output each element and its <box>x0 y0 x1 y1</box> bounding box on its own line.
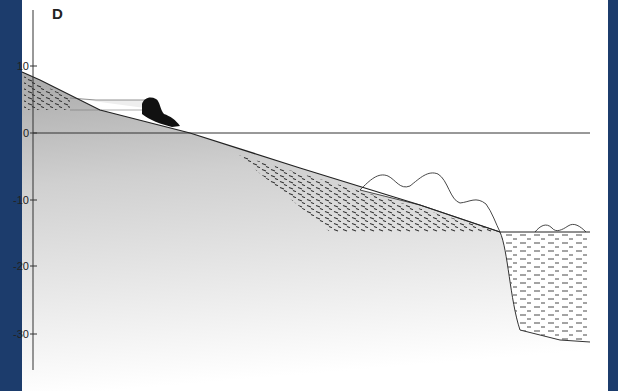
basin-bedforms <box>535 224 586 232</box>
basin-fill <box>500 232 590 342</box>
axis-tick-label: 10 <box>17 60 29 72</box>
depth-axis <box>33 10 34 370</box>
axis-ticks <box>30 66 37 334</box>
panel-background <box>22 0 608 391</box>
beach-sediment-wedge <box>24 76 70 110</box>
sand-waves <box>360 173 500 232</box>
offshore-sediment-wedge <box>238 155 500 232</box>
sea-level-line <box>33 133 590 134</box>
seabed-profile <box>22 72 590 232</box>
axis-tick-label: 0 <box>23 127 29 139</box>
ground-body <box>22 72 590 391</box>
panel-letter: D <box>52 6 63 22</box>
axis-tick-label: -30 <box>13 328 29 340</box>
basin-wall <box>500 232 590 342</box>
axis-tick-label: -20 <box>13 260 29 272</box>
axis-tick-label: -10 <box>13 194 29 206</box>
